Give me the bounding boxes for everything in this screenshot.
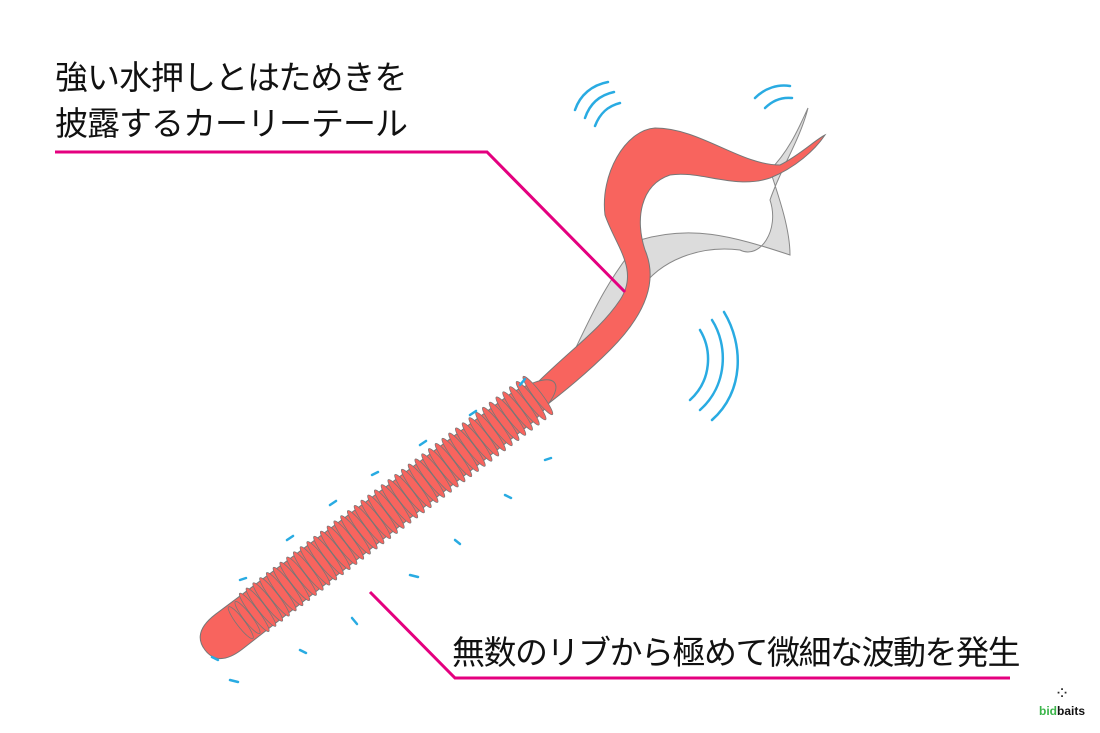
rib (434, 443, 466, 483)
rib (340, 515, 371, 555)
rib (245, 587, 277, 627)
wave-arc (210, 655, 220, 662)
rib (509, 386, 540, 426)
rib (346, 510, 378, 550)
rib (421, 453, 452, 493)
rib (272, 566, 304, 607)
rib (380, 484, 412, 524)
rib (475, 412, 506, 452)
wave-arc (370, 470, 380, 477)
wave-arc (418, 439, 428, 447)
rib (468, 417, 500, 457)
rib (360, 499, 392, 540)
rib (279, 561, 311, 601)
rib (441, 437, 473, 478)
rib (259, 577, 290, 617)
rib (515, 381, 547, 421)
wave-arc (328, 499, 338, 507)
wave-arc (503, 493, 513, 500)
rib (227, 606, 254, 640)
rib (373, 489, 405, 529)
rib (522, 375, 554, 416)
rib-callout-line (368, 590, 1010, 680)
curly-tail (534, 127, 827, 411)
rib (400, 468, 432, 509)
wave-arc (698, 318, 725, 412)
wave-arc (468, 409, 478, 417)
rib (495, 396, 527, 436)
rib (367, 494, 398, 534)
rib-callout-label: 無数のリブから極めて微細な波動を発生 (452, 633, 1021, 672)
logo-text-bid: bid (1038, 704, 1057, 718)
wave-arc (753, 84, 792, 100)
rib (292, 551, 324, 591)
rib (306, 541, 338, 581)
rib (319, 530, 351, 571)
tail-callout-line2: 披露するカーリーテール (55, 104, 408, 143)
ghost-tail (564, 107, 809, 381)
wave-arc (593, 101, 622, 128)
rib (407, 463, 439, 503)
wave-arc (518, 377, 527, 387)
rib (333, 520, 365, 560)
rib (428, 448, 459, 488)
rib (448, 432, 479, 472)
tail-callout-label: 強い水押しとはためきを 披露するカーリーテール (55, 55, 408, 147)
rib (299, 546, 331, 586)
rib (387, 479, 419, 519)
ribs (227, 375, 554, 640)
wave-arc (763, 96, 794, 110)
vibration-waves (210, 80, 794, 684)
wave-arc (298, 648, 308, 655)
worm-body (199, 375, 557, 659)
wave-arc (453, 538, 462, 546)
tail-callout-line (55, 150, 627, 294)
logo-mark-icon: ⁘ (1054, 683, 1070, 704)
rib (394, 473, 425, 514)
rib (482, 406, 513, 447)
rib (326, 525, 358, 565)
wave-arc (710, 310, 739, 422)
wave-arc (543, 456, 553, 462)
wave-arc (573, 80, 610, 112)
wave-arc (688, 328, 710, 402)
rib (502, 391, 533, 431)
logo-text-baits: baits (1056, 704, 1085, 718)
rib (265, 572, 297, 612)
rib (313, 535, 344, 576)
rib (414, 458, 446, 498)
wave-arc (583, 90, 616, 120)
rib (353, 504, 385, 545)
rib (488, 401, 520, 441)
wave-arc (285, 534, 295, 542)
rib (455, 427, 486, 467)
tail-callout-line1: 強い水押しとはためきを (55, 58, 407, 97)
wave-arc (350, 616, 359, 626)
wave-arc (408, 573, 420, 579)
rib (238, 592, 270, 632)
rib (461, 422, 493, 462)
rib (252, 582, 284, 622)
rib (234, 601, 261, 634)
rib (286, 556, 317, 596)
wave-arc (238, 576, 248, 582)
bidbaits-logo: ⁘ bidbaits (1030, 683, 1094, 719)
wave-arc (228, 678, 240, 684)
